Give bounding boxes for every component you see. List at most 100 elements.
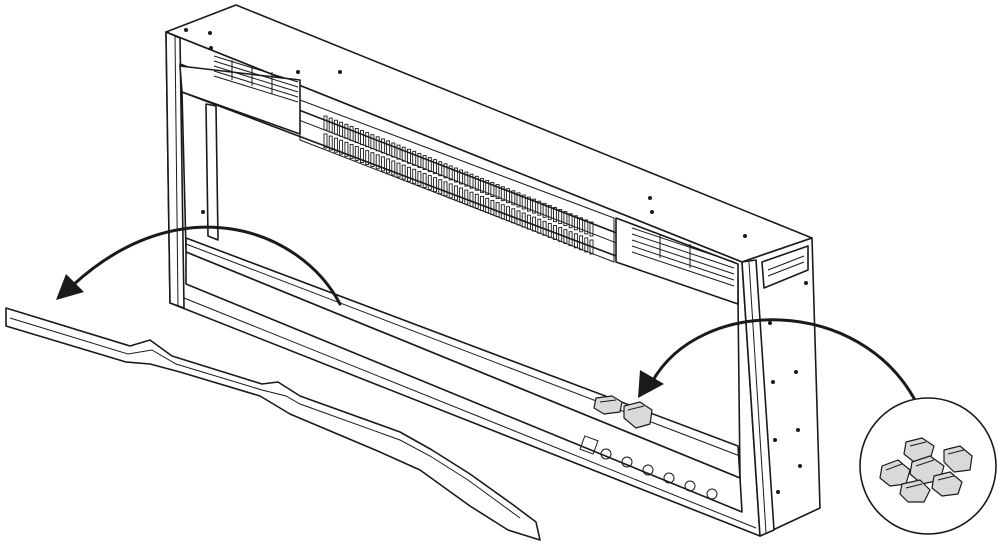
- vent-slot: [464, 171, 469, 187]
- vent-slot: [333, 137, 338, 153]
- vent-slot: [391, 160, 396, 176]
- control-button: [621, 456, 633, 468]
- trim-strip: [5, 307, 541, 541]
- place-arrow-icon: [638, 318, 918, 404]
- vent-slot: [563, 211, 568, 227]
- vent-slot: [396, 162, 401, 178]
- vent-slot: [412, 150, 417, 166]
- vent-slot: [365, 150, 370, 166]
- vent-slot: [511, 190, 516, 206]
- vent-slot: [407, 166, 411, 182]
- vent-slot: [438, 161, 443, 177]
- vent-slot: [500, 186, 505, 202]
- vent-slot: [495, 184, 500, 200]
- vent-slot: [459, 169, 464, 185]
- control-button: [706, 488, 718, 500]
- vent-slot: [365, 132, 370, 148]
- vent-slot: [328, 135, 333, 151]
- vent-slot: [370, 152, 375, 168]
- screw-holes: [184, 28, 808, 494]
- vent-slot: [427, 175, 432, 191]
- vent-slot: [349, 125, 354, 141]
- vent-slot: [485, 179, 490, 195]
- vent-slot: [354, 146, 359, 161]
- vent-slot: [568, 213, 573, 229]
- right-vent-slats: [631, 227, 735, 287]
- fireplace-insert-icon: [165, 4, 821, 537]
- vent-slot: [401, 164, 406, 180]
- vent-slot: [521, 194, 526, 210]
- vent-slot: [589, 239, 594, 255]
- vent-slot: [349, 143, 354, 159]
- trim-strip-icon: [5, 307, 541, 541]
- vent-slot: [579, 235, 584, 251]
- vent-slot: [422, 173, 427, 188]
- vent-slot: [339, 121, 344, 137]
- vent-slot: [532, 198, 537, 214]
- vent-slot: [480, 177, 484, 193]
- vent-slot: [360, 148, 364, 163]
- vent-slot: [344, 141, 349, 157]
- vent-slot: [469, 173, 474, 189]
- bottom-rail: [185, 251, 743, 513]
- control-buttons-icon: [579, 435, 718, 500]
- vent-slot: [433, 177, 437, 193]
- vent-slot: [323, 133, 328, 149]
- vent-slot: [370, 134, 375, 150]
- control-button: [684, 480, 696, 492]
- vent-slot: [427, 157, 432, 173]
- vent-slot: [568, 231, 573, 247]
- vent-slot: [526, 196, 531, 212]
- left-vent-slats: [213, 55, 299, 103]
- vent-slot: [407, 148, 411, 164]
- left-inner-post: [205, 103, 219, 241]
- vent-slot: [386, 140, 391, 156]
- vent-slot: [443, 163, 448, 179]
- control-button: [642, 464, 654, 476]
- vent-slot: [453, 185, 458, 201]
- vent-slot: [542, 202, 547, 218]
- vent-slot: [380, 138, 385, 154]
- vent-slot: [412, 168, 417, 184]
- side-bracket: [761, 245, 809, 289]
- control-button: [663, 472, 675, 484]
- vent-slot: [584, 237, 589, 253]
- vent-slot: [417, 152, 422, 168]
- vent-slot: [433, 159, 437, 175]
- power-switch-icon: [579, 435, 599, 455]
- vent-slot: [516, 192, 521, 208]
- vent-slot: [396, 144, 401, 160]
- vent-slot: [584, 219, 589, 235]
- vent-slot: [323, 115, 328, 131]
- vent-slot: [360, 130, 364, 145]
- vent-slot: [375, 136, 380, 152]
- vent-slot: [375, 154, 380, 170]
- vent-slot: [459, 187, 464, 203]
- vent-slot: [579, 217, 584, 233]
- vent-slot: [344, 123, 349, 139]
- control-button: [600, 448, 612, 460]
- vent-slot: [438, 179, 443, 195]
- vent-slot: [589, 221, 594, 237]
- vent-slot: [506, 188, 510, 204]
- vent-slot: [401, 146, 406, 162]
- vent-slot: [448, 183, 453, 199]
- vent-slot: [328, 117, 333, 133]
- vent-slot: [391, 142, 396, 158]
- vent-slot: [453, 167, 458, 183]
- vent-slot: [339, 139, 344, 155]
- crystal-stones-icon: [859, 397, 997, 535]
- vent-slot: [386, 158, 391, 174]
- placed-crystals: [593, 395, 653, 429]
- vent-slot: [537, 200, 542, 216]
- vent-slot: [448, 165, 453, 181]
- vent-slot: [573, 233, 578, 249]
- vent-slot: [547, 204, 552, 220]
- vent-slot: [553, 207, 557, 222]
- vent-slot: [380, 156, 385, 172]
- vent-slot: [354, 128, 359, 143]
- vent-slot: [333, 119, 338, 135]
- remove-arrow-icon: [56, 225, 342, 306]
- vent-slot: [490, 182, 495, 197]
